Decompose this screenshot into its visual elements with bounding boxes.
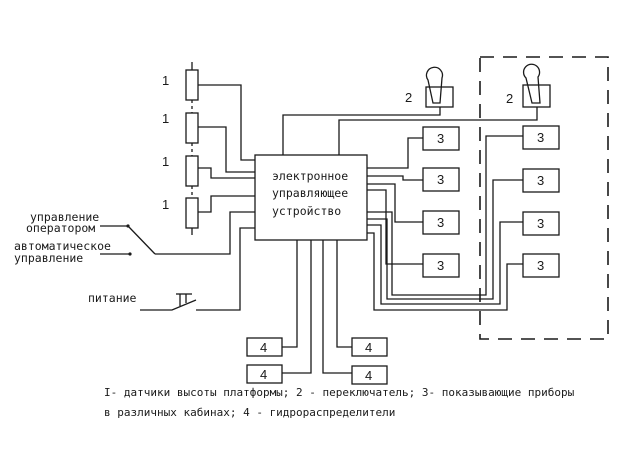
controller-label-line: управляющее [272,186,348,200]
switch-wire [282,107,441,155]
switch-number-label: 2 [506,91,513,106]
valve-number-label: 4 [260,367,267,382]
auto-control-label: автоматическое [14,239,111,253]
height-sensors [185,62,199,235]
indicator-number-label: 3 [537,173,544,188]
valve-number-label: 4 [260,340,267,355]
selector-switch-remote [522,63,551,108]
indicator-number-label: 3 [537,216,544,231]
sensor-2 [185,112,199,144]
indicator-number-label: 3 [537,130,544,145]
sensor-3 [185,155,199,187]
switch-number-label: 2 [405,90,412,105]
switch-wire [338,107,538,155]
auto-control-label: управление [14,251,83,265]
caption-line-1: I- датчики высоты платформы; 2 - переклю… [104,386,575,399]
indicator-number-label: 3 [437,215,444,230]
power-switch [140,227,255,311]
indicators-local [422,126,460,278]
valve-number-label: 4 [365,368,372,383]
remote-indicator-wiring [367,135,523,311]
controller-label-line: устройство [272,204,341,218]
indicators-remote [522,125,560,278]
sensor-number-label: 1 [162,73,169,88]
indicator-number-label: 3 [537,258,544,273]
valve-number-label: 4 [365,340,372,355]
caption-line-2: в различных кабинах; 4 - гидрораспредели… [104,406,396,419]
control-mode-switch [100,211,255,256]
remote-cabin-boundary [479,56,609,340]
indicator-number-label: 3 [437,258,444,273]
sensor-number-label: 1 [162,154,169,169]
valve-wiring [282,240,352,374]
local-indicator-wiring [367,137,423,265]
selector-switch-local [425,66,454,108]
sensor-1 [185,69,199,101]
controller-label-line: электронное [272,169,348,183]
operator-control-label: оператором [26,221,95,235]
hydraulic-valves [246,337,388,385]
sensor-number-label: 1 [162,111,169,126]
indicator-number-label: 3 [437,172,444,187]
power-label: питание [88,291,137,305]
sensor-wiring [198,84,255,213]
sensor-number-label: 1 [162,197,169,212]
operator-control-label: управление [30,210,99,224]
indicator-number-label: 3 [437,131,444,146]
sensor-4 [185,197,199,229]
